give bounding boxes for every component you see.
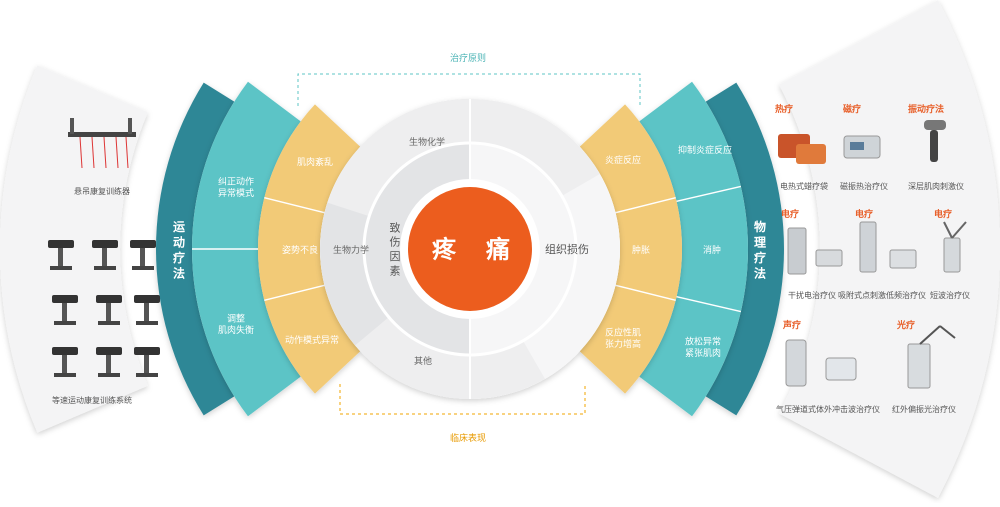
causal-factors-label: 致伤因素 [390,220,401,277]
device-shortwave-label: 短波治疗仪 [930,291,970,300]
band-divider [264,197,325,214]
left-yellow-label-2: 动作模式异常 [285,334,339,346]
band-divider [264,284,325,301]
physical-therapy-label: 物理疗法 [754,219,766,281]
pain-title-b: 痛 [486,235,510,263]
right-yellow-label-2: 反应性肌张力增高 [605,326,641,350]
band-divider [676,296,742,313]
clinical-manifestation-label: 临床表现 [450,432,486,444]
other-factors-label: 其他 [414,355,432,367]
pain-title-a: 疼 [432,235,457,263]
category-electric-2: 电疗 [854,210,874,220]
infrared-device-icon [907,325,956,389]
category-magnetic: 磁疗 [842,105,862,115]
right-teal-label-0: 抑制炎症反应 [678,144,732,156]
device-shockwave-label: 气压弹道式体外冲击波治疗仪 [776,405,880,414]
right-yellow-label-0: 炎症反应 [605,154,641,166]
category-sound: 声疗 [782,321,802,331]
left-yellow-label-1: 姿势不良 [282,244,318,256]
band-divider [615,197,676,214]
category-heat: 热疗 [774,105,794,115]
biomechanics-label: 生物力学 [333,244,369,256]
band-divider [615,284,676,301]
treatment-principle-label: 治疗原则 [450,52,486,64]
left-dark-band [155,82,235,416]
right-teal-label-2: 放松异常紧张肌肉 [685,335,721,359]
suspension-trainer-label: 悬吊康复训练器 [74,187,130,196]
lowfreq-device-icon [859,221,917,273]
symptom-bracket [339,384,586,415]
muscle-stimulator-icon [924,120,946,162]
pain-core [408,187,532,311]
right-yellow-label-1: 肿胀 [632,244,650,256]
left-teal-label-1: 调整肌肉失衡 [218,312,254,336]
right-equipment-fan [779,0,1000,498]
right-teal-band [639,81,748,417]
right-yellow-band [579,104,682,394]
device-infrared-label: 红外偏振光治疗仪 [892,405,956,414]
isokinetic-system-label: 等速运动康复训练系统 [52,396,132,405]
device-interference-label: 干扰电治疗仪 [788,291,836,300]
interference-device-icon [787,227,843,275]
right-dark-band [705,82,784,416]
left-teal-label-0: 纠正动作异常模式 [218,175,254,199]
shortwave-device-icon [943,221,967,273]
device-wax-bag-label: 电热式蜡疗袋 [780,182,828,191]
band-divider [676,185,742,202]
left-yellow-label-0: 肌肉紊乱 [297,156,333,168]
category-vibration: 振动疗法 [907,105,945,115]
exercise-therapy-label: 运动疗法 [173,220,185,281]
shockwave-device-icon [785,339,857,387]
category-electric-1: 电疗 [780,210,800,220]
left-yellow-band [258,104,361,394]
right-teal-label-1: 消肿 [703,244,721,256]
device-lowfreq-label: 吸附式点刺激低频治疗仪 [838,291,926,300]
suspension-trainer-icon [68,118,136,169]
ring-bottom-segment [355,316,545,400]
magnetic-device-icon [843,135,881,159]
isokinetic-machines-icon [48,240,160,377]
principle-bracket [297,73,641,106]
device-muscle-stim-label: 深层肌肉刺激仪 [908,182,964,191]
biochemistry-label: 生物化学 [409,136,445,148]
ring-top-segment [327,98,600,217]
left-equipment-fan [0,65,148,433]
tissue-damage-label: 组织损伤 [545,242,589,256]
device-magnetic-label: 磁振热治疗仪 [840,182,888,191]
category-electric-3: 电疗 [933,210,953,220]
category-light: 光疗 [896,321,916,331]
wax-bag-icon [778,134,826,164]
